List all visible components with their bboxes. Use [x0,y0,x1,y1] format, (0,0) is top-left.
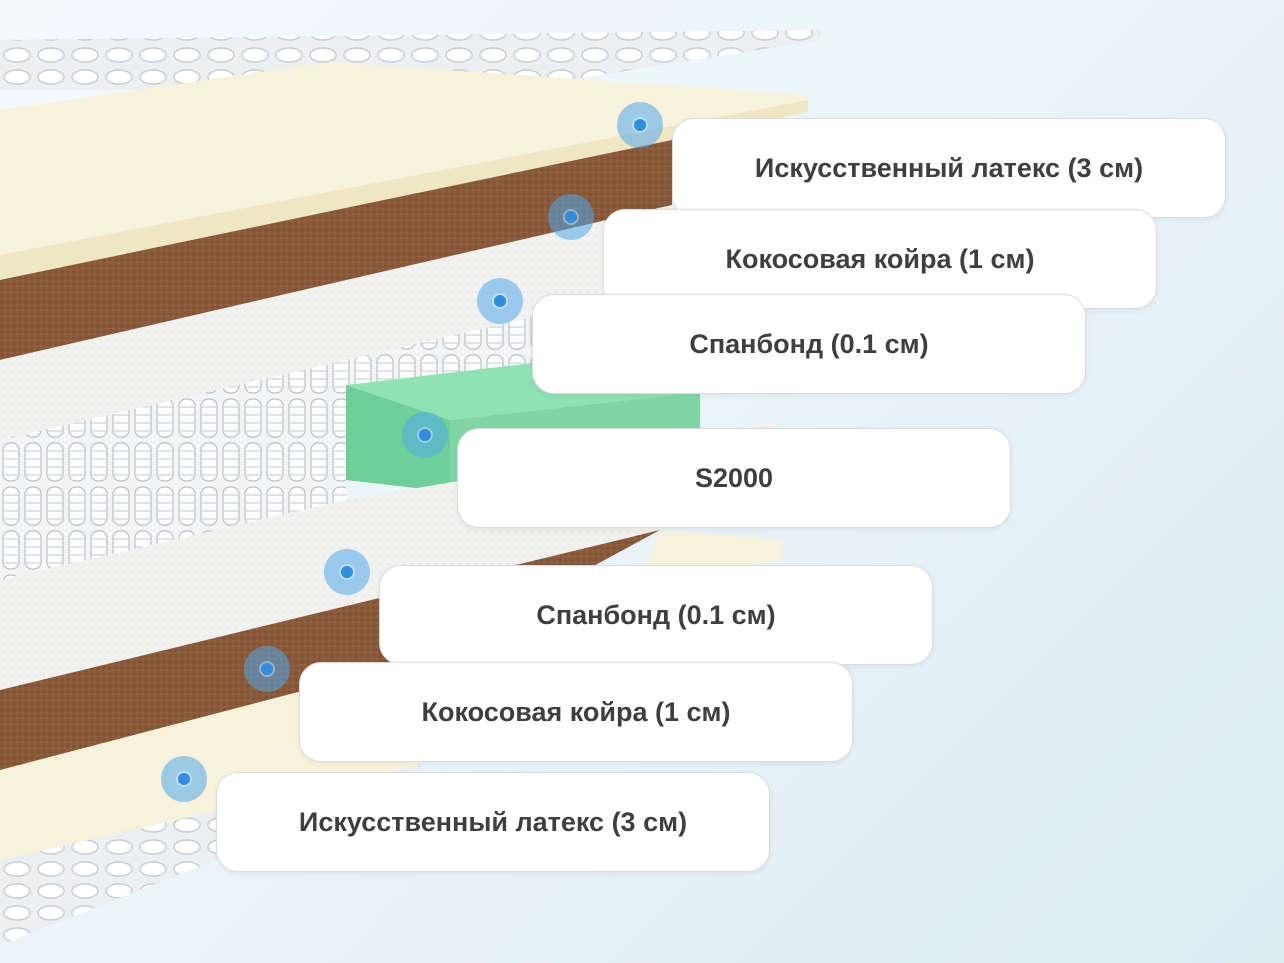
layer-hotspot-icon [634,119,646,131]
callout-latex-bottom[interactable]: Искусственный латекс (3 см) [216,772,770,872]
layer-hotspot-icon [419,429,431,441]
hotspot-latex-top[interactable] [617,102,663,148]
foam-block-side [346,385,450,492]
hotspot-coir-bottom[interactable] [244,646,290,692]
layer-hotspot-icon [565,211,577,223]
hotspot-spunbond-bottom[interactable] [324,549,370,595]
callout-coir-bottom[interactable]: Кокосовая койра (1 см) [299,662,853,762]
layer-hotspot-icon [178,773,190,785]
callout-spunbond-top[interactable]: Спанбонд (0.1 см) [532,294,1086,394]
layer-hotspot-icon [494,295,506,307]
hotspot-latex-bottom[interactable] [161,756,207,802]
hotspot-springs[interactable] [402,412,448,458]
hotspot-coir-top[interactable] [548,194,594,240]
layer-hotspot-icon [261,663,273,675]
hotspot-spunbond-top[interactable] [477,278,523,324]
callout-spunbond-bottom[interactable]: Спанбонд (0.1 см) [379,565,933,665]
layer-hotspot-icon [341,566,353,578]
spring-block [0,290,650,580]
top-coir-layer [0,140,672,360]
top-cover [0,30,820,90]
callout-latex-top[interactable]: Искусственный латекс (3 см) [672,118,1226,218]
callout-coir-top[interactable]: Кокосовая койра (1 см) [603,209,1157,309]
callout-springs[interactable]: S2000 [457,428,1011,528]
top-spunbond-layer [0,205,672,440]
